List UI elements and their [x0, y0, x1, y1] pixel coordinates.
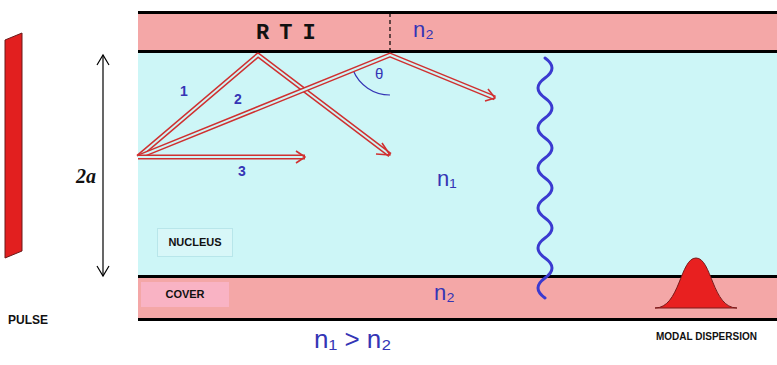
effect-label: MODAL DISPERSION	[656, 332, 757, 342]
zone-label: RTI	[256, 23, 326, 45]
cover-box: COVER	[141, 282, 229, 307]
ray-head	[485, 89, 495, 101]
ray-inner	[138, 156, 305, 158]
light-rays	[138, 55, 495, 163]
normal-line	[389, 13, 390, 56]
part-name: COVER	[165, 289, 204, 300]
nucleus-box: NUCLEUS	[157, 228, 233, 257]
arrow-head	[97, 55, 109, 65]
dimension-line	[102, 55, 103, 276]
ray-outline	[138, 55, 495, 157]
cladding-band: n₂ COVER	[138, 279, 777, 318]
ray-number: 3	[238, 164, 246, 178]
pulse-shape	[5, 33, 22, 258]
index-relation: n₁ > n₂	[314, 326, 391, 352]
index-label: n₂	[434, 282, 455, 304]
ray-number: 2	[234, 92, 242, 106]
dimension-label: 2a	[76, 166, 96, 186]
cladding-band: RTI n₂	[138, 14, 777, 51]
core-fill	[138, 51, 777, 277]
dimension-arrow	[97, 55, 109, 276]
arrow-head	[97, 266, 109, 276]
ray-head	[296, 151, 305, 163]
ray-outline	[138, 155, 305, 160]
angle-arc	[353, 70, 390, 95]
ray-head	[376, 143, 390, 155]
boundary-line	[138, 50, 777, 53]
cladding-fill	[138, 13, 777, 51]
ray-number: 1	[180, 84, 188, 98]
mode-wave	[538, 58, 552, 298]
part-name: NUCLEUS	[168, 237, 221, 248]
boundary-line	[138, 11, 777, 14]
index-label: n₁	[437, 168, 457, 190]
angle-label: θ	[375, 66, 383, 81]
boundary-line	[138, 318, 777, 321]
ray-inner	[138, 55, 495, 157]
core-band: n₁ NUCLEUS	[138, 53, 777, 275]
pulse-label: PULSE	[8, 314, 48, 326]
index-label: n₂	[413, 19, 434, 41]
dispersed-pulse	[655, 258, 737, 308]
